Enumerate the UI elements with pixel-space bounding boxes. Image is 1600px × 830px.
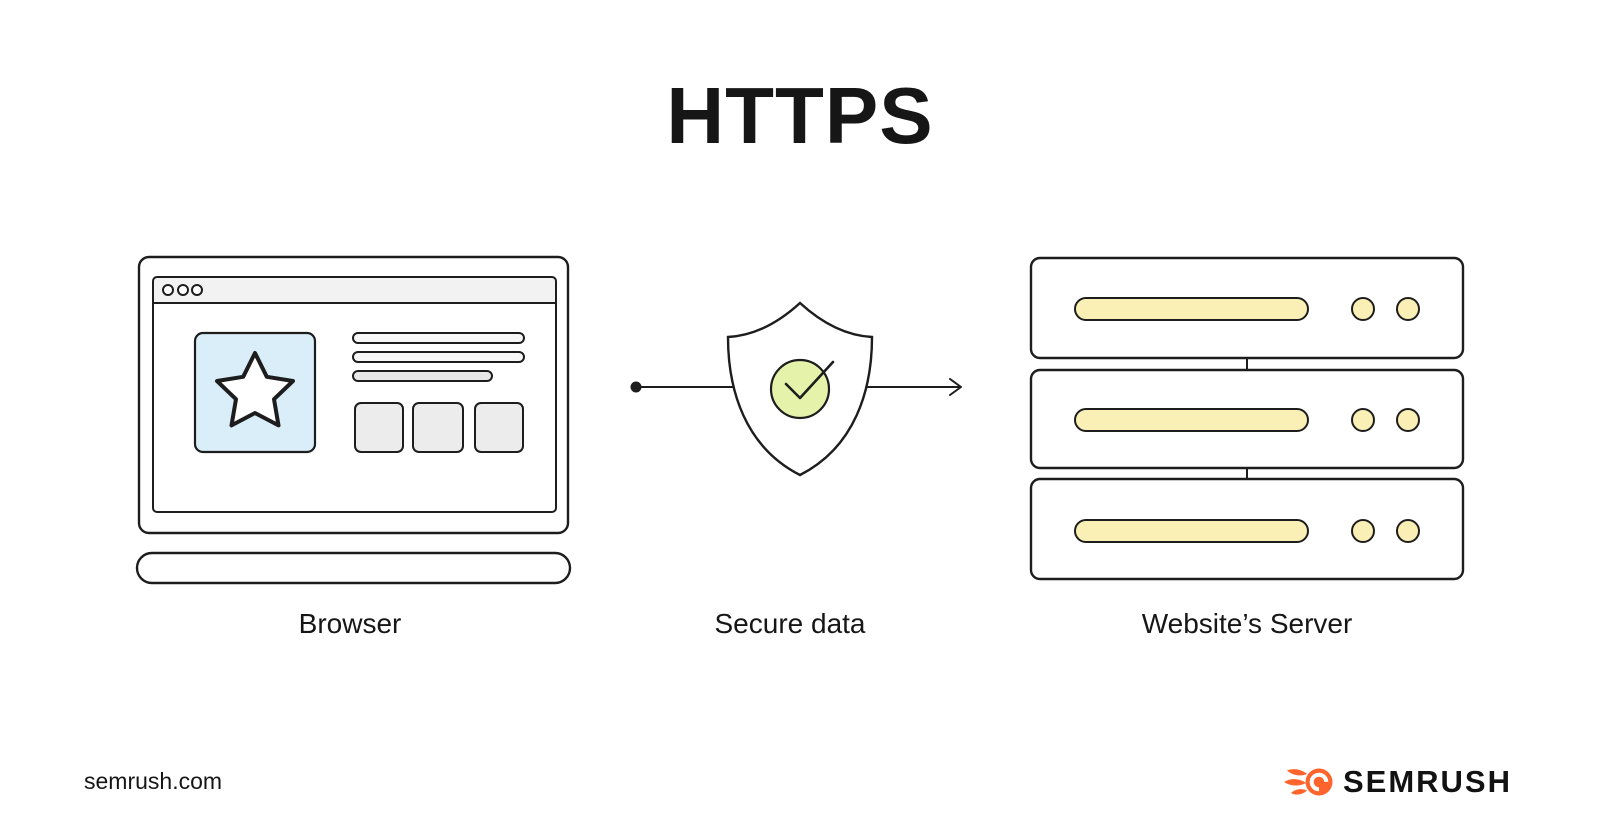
server-led-light xyxy=(1351,297,1375,321)
server-unit xyxy=(1029,368,1465,470)
server-led-light xyxy=(1396,519,1420,543)
caption-browser: Browser xyxy=(298,608,402,639)
brand-wordmark: SEMRUSH xyxy=(1342,764,1512,799)
server-stack-illustration xyxy=(1029,256,1465,581)
laptop-base xyxy=(135,551,572,585)
text-line-placeholders xyxy=(352,332,525,382)
semrush-flame-icon xyxy=(1283,768,1333,796)
server-led-light xyxy=(1396,297,1420,321)
flow-start-dot xyxy=(630,381,642,393)
caption-server: Website’s Server xyxy=(1141,608,1353,639)
semrush-logo: SEMRUSH xyxy=(1283,764,1512,800)
grid-placeholders xyxy=(354,402,524,453)
window-control-dots-icon xyxy=(162,284,203,296)
check-circle xyxy=(769,358,831,420)
star-icon xyxy=(215,351,295,428)
server-led-light xyxy=(1351,408,1375,432)
arrow-right-icon xyxy=(949,378,962,396)
server-led-light xyxy=(1396,408,1420,432)
check-mark-icon xyxy=(784,360,835,400)
caption-secure-data: Secure data xyxy=(714,608,866,639)
site-url-text: semrush.com xyxy=(84,768,223,794)
server-unit xyxy=(1029,256,1465,360)
server-led-light xyxy=(1351,519,1375,543)
page-title: HTTPS xyxy=(666,71,934,160)
secure-data-flow xyxy=(630,301,962,477)
browser-window xyxy=(152,276,557,513)
browser-illustration xyxy=(135,255,572,585)
server-unit xyxy=(1029,477,1465,581)
laptop-screen xyxy=(137,255,570,535)
browser-titlebar xyxy=(153,277,556,303)
